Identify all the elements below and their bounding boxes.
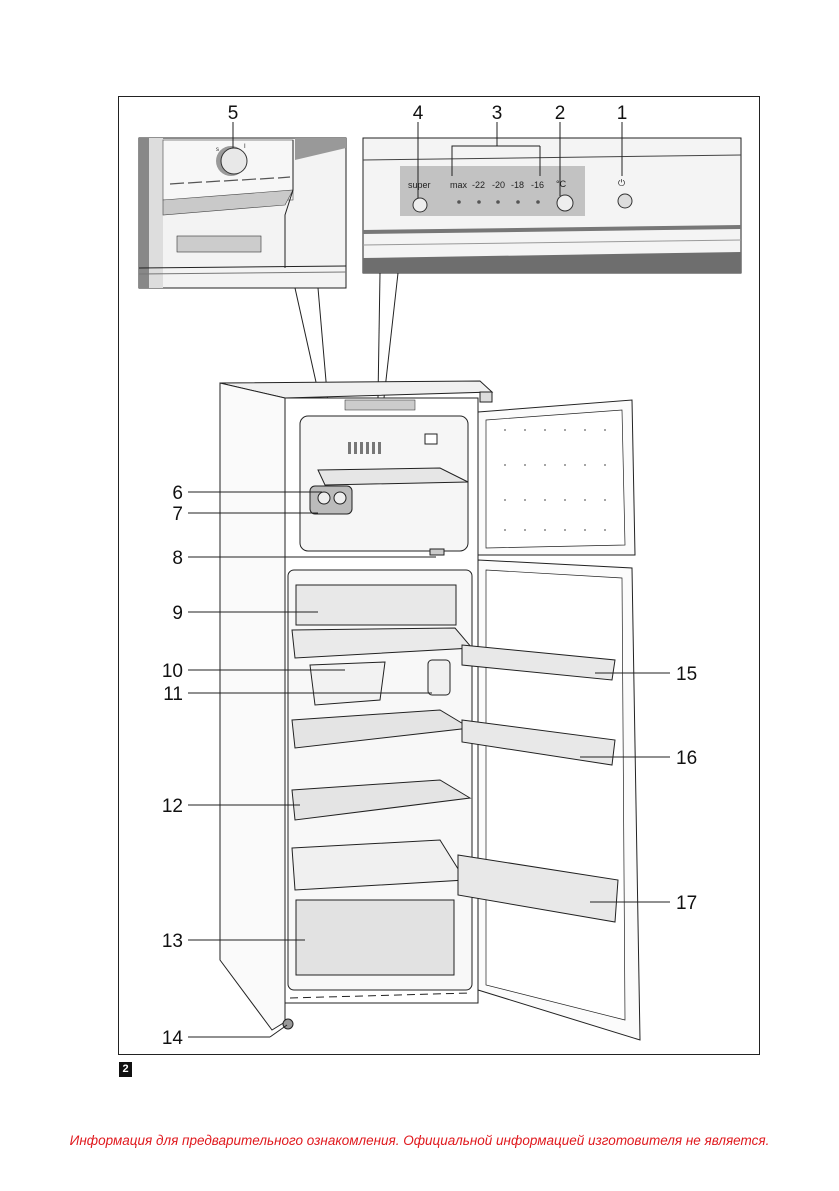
callout-3: 3 bbox=[492, 103, 503, 124]
temperature-indicator-lights bbox=[457, 200, 540, 204]
celsius-label: °C bbox=[556, 179, 567, 189]
power-icon: ⏻ bbox=[618, 178, 625, 188]
callout-17: 17 bbox=[676, 893, 697, 914]
display-panel bbox=[400, 166, 585, 216]
callout-12: 12 bbox=[162, 796, 183, 817]
callout-9: 9 bbox=[172, 603, 183, 624]
callout-10: 10 bbox=[162, 661, 183, 682]
callout-11: 11 bbox=[163, 684, 183, 705]
temp-label: -18 bbox=[511, 180, 524, 190]
callout-6: 6 bbox=[172, 483, 183, 504]
temperature-button[interactable] bbox=[556, 194, 574, 212]
control-panel-inset: super max -22 -20 -18 -16 °C ⏻ bbox=[362, 137, 742, 274]
refrigerator bbox=[219, 380, 641, 1041]
callout-14: 14 bbox=[162, 1028, 184, 1049]
super-label: super bbox=[408, 180, 431, 190]
callout-2: 2 bbox=[555, 103, 566, 124]
dial-mark-right: I bbox=[244, 144, 246, 150]
power-button[interactable] bbox=[617, 193, 633, 209]
temperature-dial[interactable] bbox=[220, 147, 248, 175]
temp-label: -16 bbox=[531, 180, 544, 190]
callout-7: 7 bbox=[172, 504, 183, 525]
freezer-door-dots bbox=[504, 429, 606, 531]
dial-mark-left: s bbox=[216, 147, 219, 153]
callout-8: 8 bbox=[172, 548, 183, 569]
dial-inset: s I bbox=[138, 137, 347, 289]
figure-number-badge: 2 bbox=[119, 1062, 132, 1077]
callout-13: 13 bbox=[162, 931, 183, 952]
callout-16: 16 bbox=[676, 748, 697, 769]
callout-15: 15 bbox=[676, 664, 697, 685]
figure-frame bbox=[118, 96, 760, 1055]
callout-1: 1 bbox=[617, 103, 628, 124]
temp-label: -20 bbox=[492, 180, 505, 190]
temp-label: max bbox=[450, 180, 468, 190]
callout-5: 5 bbox=[228, 103, 239, 124]
super-button[interactable] bbox=[412, 197, 428, 213]
temp-label: -22 bbox=[472, 180, 485, 190]
callout-4: 4 bbox=[413, 103, 424, 124]
disclaimer-text: Информация для предварительного ознакомл… bbox=[69, 1133, 770, 1148]
